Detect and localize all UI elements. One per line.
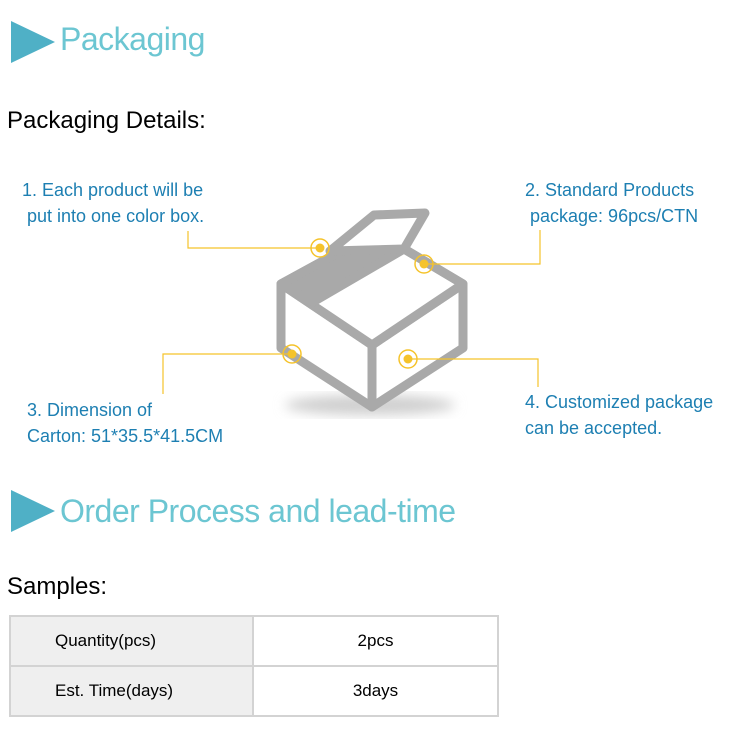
section-marker-icon [11,490,55,532]
table-cell-label: Quantity(pcs) [9,615,254,667]
section-title-packaging: Packaging [60,21,205,57]
carton-box-icon [276,208,468,412]
packaging-details-heading: Packaging Details: [7,107,206,134]
packaging-illustration [162,208,541,415]
table-cell-value: 2pcs [252,615,499,667]
table-cell-value: 3days [252,665,499,717]
section-title-order-process: Order Process and lead-time [60,493,456,529]
callout-4-text: 4. Customized package can be accepted. [525,392,714,438]
table-cell-label: Est. Time(days) [9,665,254,717]
section-marker-icon [11,21,55,63]
callout-3-text: 3. Dimension of Carton: 51*35.5*41.5CM [27,400,224,446]
leader-lines [162,230,541,394]
callout-2-text: 2. Standard Products package: 96pcs/CTN [525,180,699,226]
callout-markers [282,238,434,369]
table-row: Quantity(pcs) 2pcs [9,615,499,667]
samples-table: Quantity(pcs) 2pcs Est. Time(days) 3days [9,615,499,717]
callout-1-text: 1. Each product will be put into one col… [22,180,205,226]
table-row: Est. Time(days) 3days [9,665,499,717]
samples-heading: Samples: [7,573,108,600]
